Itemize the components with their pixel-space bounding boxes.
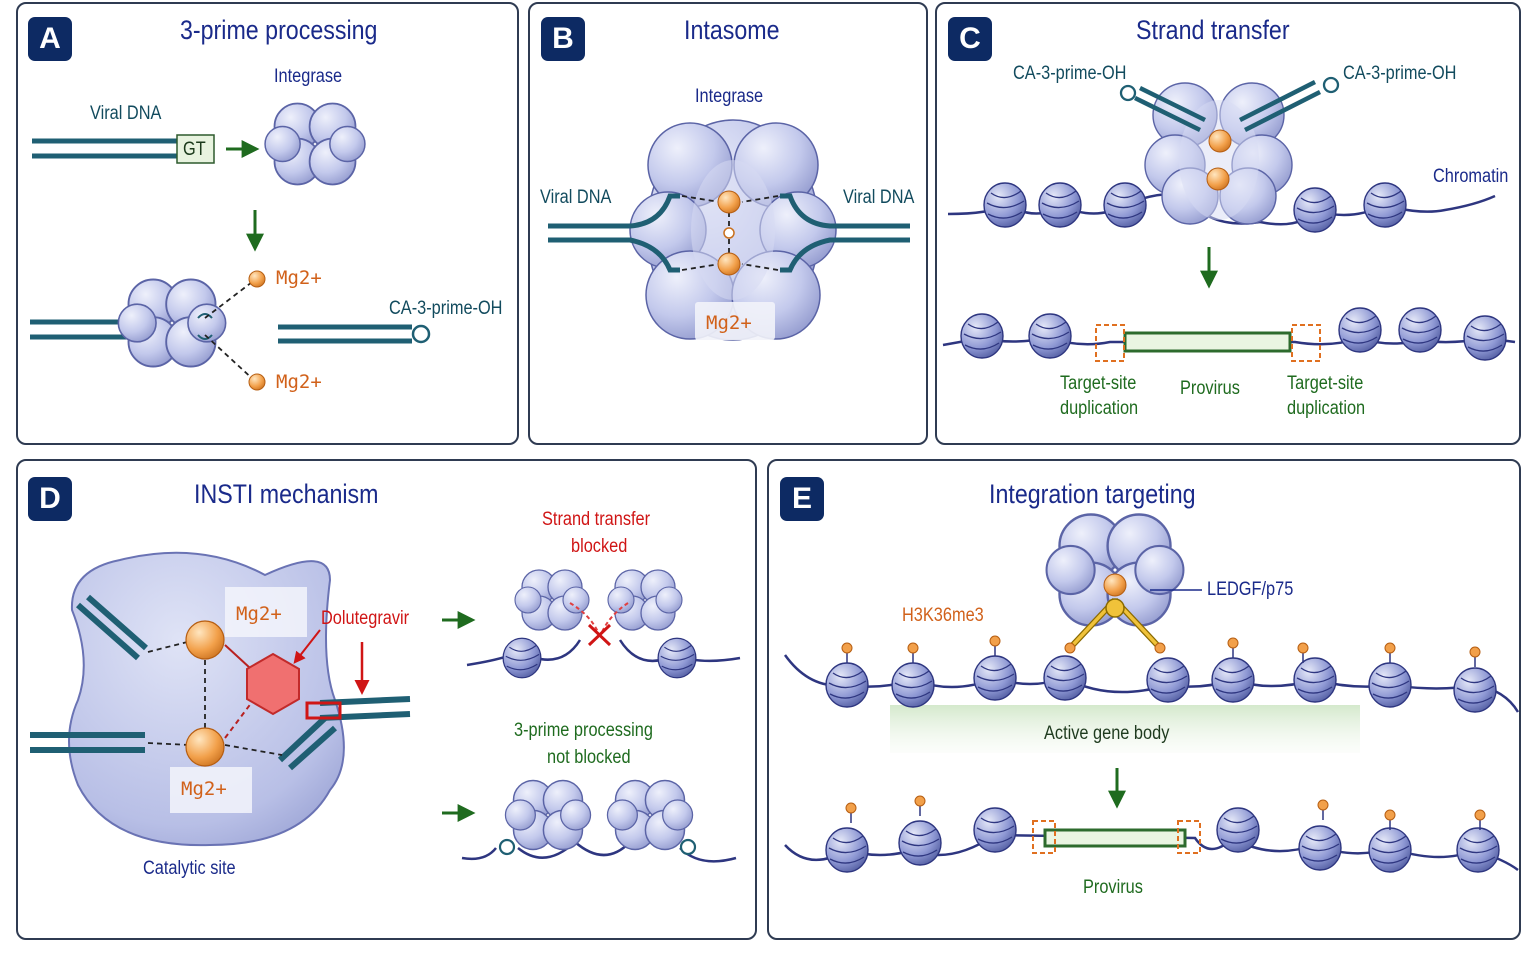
panel-e-title: Integration targeting [989, 479, 1196, 509]
ca-oh-left-label: CA-3-prime-OH [1013, 63, 1127, 84]
provirus-insert-e [1043, 828, 1187, 848]
integrase-tetramer-icon [264, 102, 366, 186]
mg-ion-icon [717, 252, 741, 276]
viral-dna-a [32, 138, 178, 159]
panel-b-title: Intasome [684, 15, 780, 45]
panel-a-title: 3-prime processing [180, 15, 378, 45]
ledgf-tether [1064, 573, 1166, 654]
mg-ion-icon [248, 373, 266, 391]
gt-box [176, 134, 215, 164]
h3k36me3-mark-icon [845, 795, 1486, 831]
integrase-tetramer-icon [117, 278, 227, 368]
panel-d-title: INSTI mechanism [194, 479, 379, 509]
provirus-insert [1123, 331, 1292, 353]
integrase-tetramer-icon [514, 569, 590, 631]
mg-ion-icon [185, 620, 225, 660]
integrase-tetramer-icon [607, 569, 683, 631]
provirus-label-c: Provirus [1180, 378, 1240, 399]
integrase-label-b: Integrase [695, 86, 764, 107]
active-gene-band [890, 705, 1360, 753]
panel-c-title: Strand transfer [1136, 15, 1290, 45]
mg-ion-icon [1206, 167, 1230, 191]
panel-c-badge: C [948, 17, 992, 61]
viral-dna-label: Viral DNA [90, 103, 162, 124]
tsd-left-line2: duplication [1060, 398, 1139, 419]
panel-a-badge: A [28, 17, 72, 61]
viral-dna-right-label: Viral DNA [843, 187, 915, 208]
ca-oh-label: CA-3-prime-OH [389, 298, 503, 319]
notblocked-line1: 3-prime processing [514, 720, 653, 741]
h3k36me3-label: H3K36me3 [902, 605, 984, 626]
panel-b-badge: B [541, 17, 585, 61]
mg-ion-icon [1208, 129, 1232, 153]
integrase-tetramer-icon [504, 779, 592, 851]
panel-e-badge: E [780, 477, 824, 521]
ledgf-label: LEDGF/p75 [1207, 579, 1294, 600]
viral-dna-a-lower [30, 319, 130, 340]
integrase-tetramer-icon [606, 779, 694, 851]
mg-label-d-top: Mg2+ [236, 603, 282, 625]
provirus-label-e: Provirus [1083, 877, 1143, 898]
ca-oh-dna-c [1119, 76, 1340, 133]
panel-a [16, 2, 519, 445]
gt-label: GT [183, 139, 206, 160]
ca-oh-right-label: CA-3-prime-OH [1343, 63, 1457, 84]
blocked-line2: blocked [571, 536, 628, 557]
integrase-label: Integrase [274, 66, 343, 87]
processed-dna [278, 324, 431, 344]
active-gene-label: Active gene body [1044, 723, 1170, 744]
mg-ion-icon [717, 190, 741, 214]
mg-label-bottom: Mg2+ [276, 371, 322, 393]
catalytic-site-label: Catalytic site [143, 858, 236, 879]
viral-dna-b [548, 193, 910, 273]
mg-ion-icon [185, 727, 225, 767]
nucleosome-icon [502, 637, 697, 679]
tsd-right-line2: duplication [1287, 398, 1366, 419]
viral-dna-left-label: Viral DNA [540, 187, 612, 208]
mg-label-b: Mg2+ [706, 312, 752, 334]
dolutegravir-label: Dolutegravir [321, 608, 410, 629]
nucleosome-icon [825, 655, 1497, 713]
chromatin-label: Chromatin [1433, 166, 1509, 187]
dolutegravir-hexagon-icon [246, 652, 300, 716]
tsd-left-line1: Target-site [1060, 373, 1137, 394]
mg-ion-icon [248, 270, 266, 288]
panel-d-badge: D [28, 477, 72, 521]
blocked-line1: Strand transfer [542, 509, 651, 530]
notblocked-line2: not blocked [547, 747, 631, 768]
viral-dna-d [30, 594, 411, 771]
red-x-icon [587, 623, 612, 647]
tsd-right-line1: Target-site [1287, 373, 1364, 394]
mg-label-top: Mg2+ [276, 267, 322, 289]
mg-label-d-bottom: Mg2+ [181, 778, 227, 800]
